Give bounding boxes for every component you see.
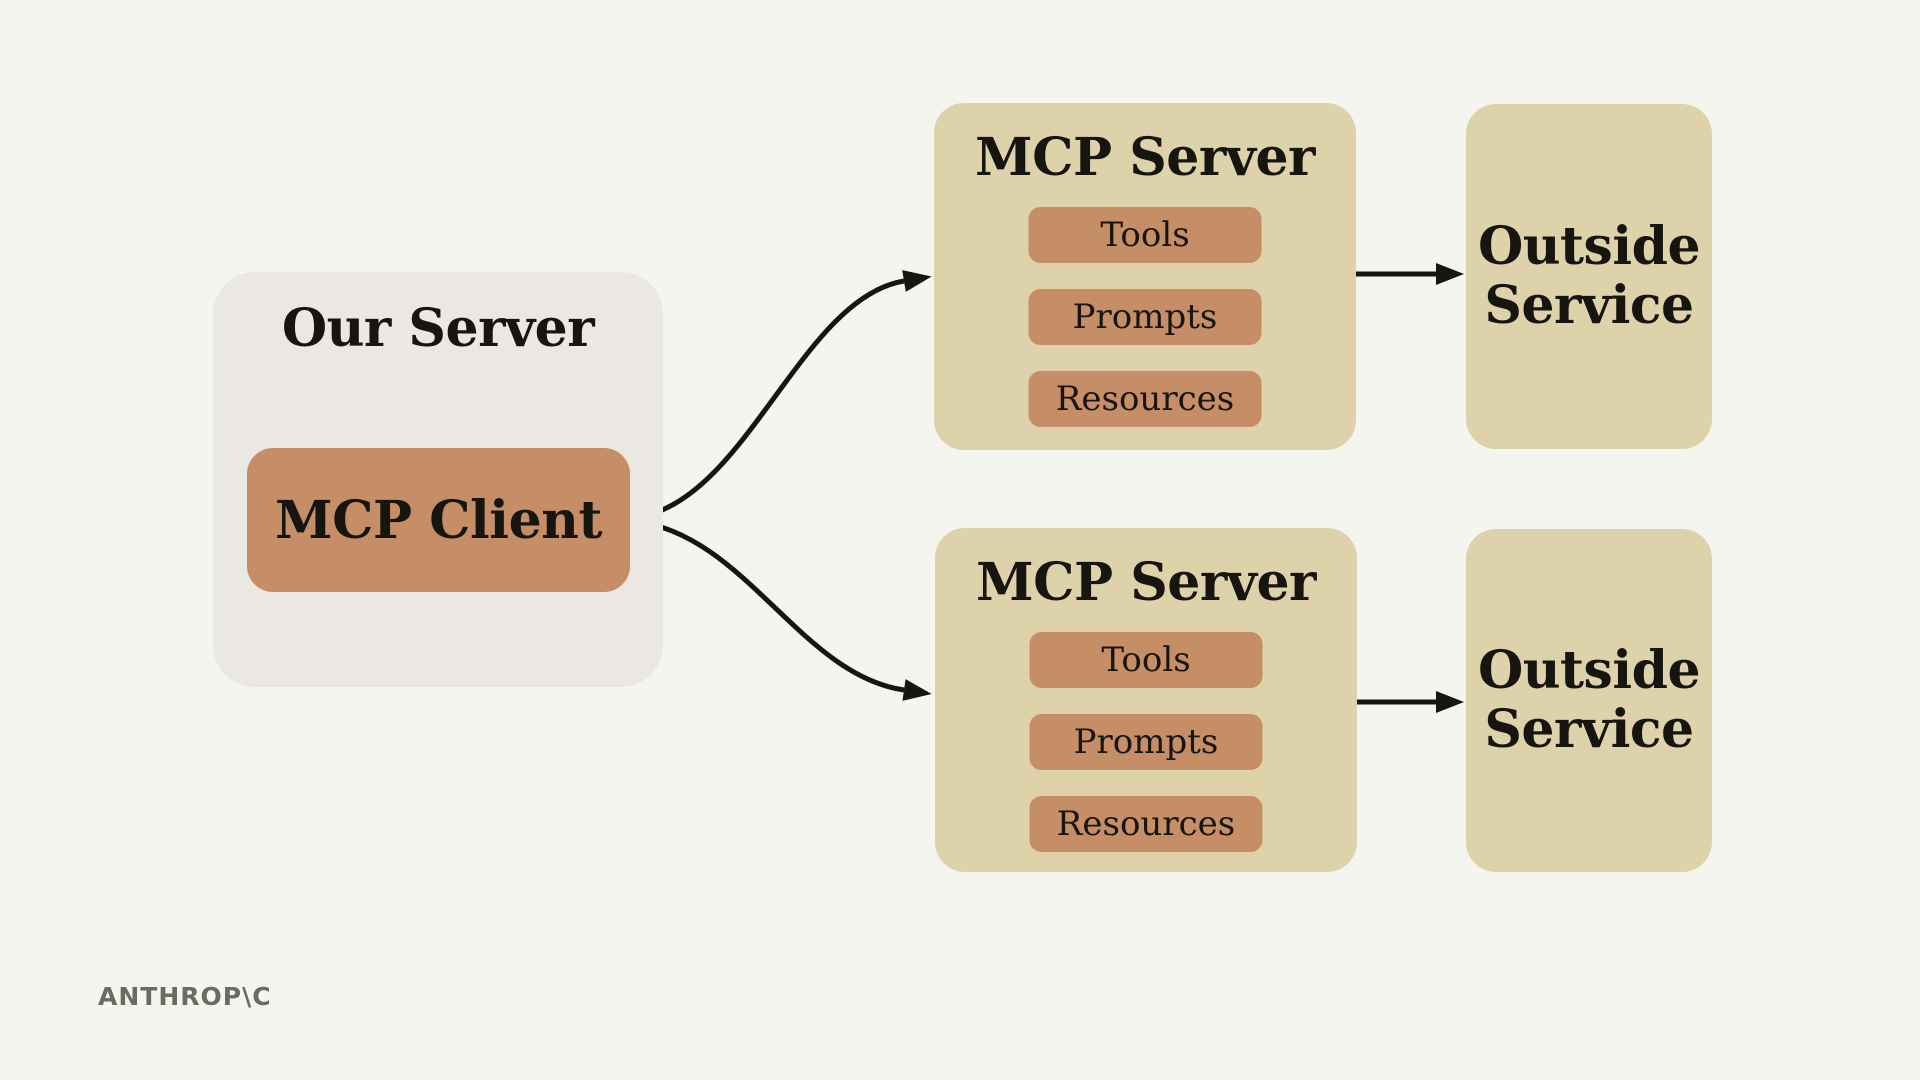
- mcp-client-box: MCP Client: [247, 448, 630, 592]
- tools-chip: Tools: [1029, 632, 1263, 688]
- prompts-chip: Prompts: [1029, 714, 1263, 770]
- mcp-server-box-bottom: MCP Server Tools Prompts Resources: [935, 528, 1357, 872]
- prompts-chip: Prompts: [1028, 289, 1262, 345]
- resources-chip: Resources: [1028, 371, 1262, 427]
- outside-service-box-top: Outside Service: [1466, 104, 1712, 449]
- outside-service-box-bottom: Outside Service: [1466, 529, 1712, 872]
- resources-chip: Resources: [1029, 796, 1263, 852]
- client-to-bottom-server-arrow: [632, 518, 932, 701]
- mcp-server-bottom-title: MCP Server: [976, 552, 1316, 613]
- mcp-server-top-title: MCP Server: [975, 127, 1315, 188]
- our-server-title: Our Server: [281, 298, 595, 359]
- mcp-server-box-top: MCP Server Tools Prompts Resources: [934, 103, 1356, 450]
- our-server-box: Our Server MCP Client: [213, 272, 663, 687]
- anthropic-logo: ANTHROP\C: [98, 982, 272, 1011]
- client-to-top-server-arrow: [632, 270, 932, 521]
- tools-chip: Tools: [1028, 207, 1262, 263]
